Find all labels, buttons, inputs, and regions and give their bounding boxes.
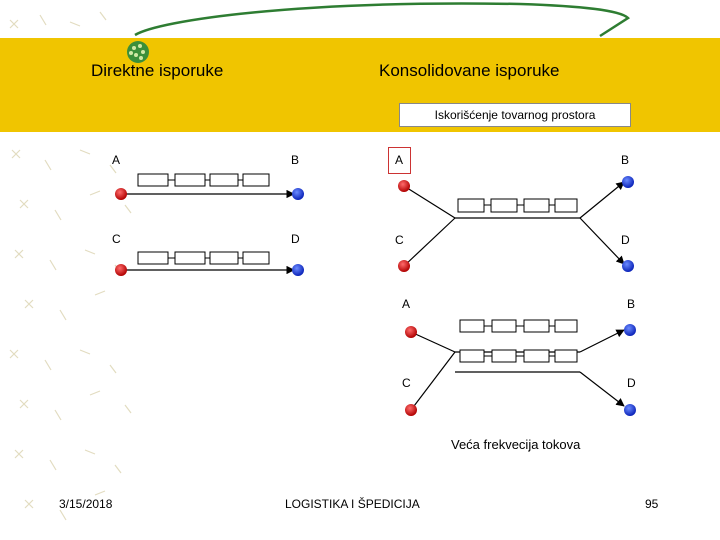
direct-label-a: A: [112, 153, 121, 167]
title-direct-deliveries: Direktne isporuke: [91, 61, 224, 80]
cons-top-label-c: C: [395, 233, 404, 247]
title-consolidated-deliveries: Konsolidovane isporuke: [379, 61, 560, 80]
node-a-origin: [405, 326, 417, 338]
node-a-origin: [115, 188, 127, 200]
direct-label-c: C: [112, 232, 121, 246]
cons-bottom-label-a: A: [402, 297, 411, 311]
direct-label-b: B: [291, 153, 300, 167]
utilization-label: Iskorišćenje tovarnog prostora: [399, 103, 631, 127]
direct-label-d: D: [291, 232, 300, 246]
highlight-box: [388, 147, 411, 174]
decorative-pattern: [9, 11, 132, 521]
node-d-destination: [292, 264, 304, 276]
footer-page-number: 95: [645, 497, 659, 511]
node-b-destination: [622, 176, 634, 188]
cons-bottom-label-c: C: [402, 376, 411, 390]
node-c-origin: [398, 260, 410, 272]
consolidated-bottom-routes: [405, 319, 636, 416]
footer-date: 3/15/2018: [59, 497, 113, 511]
node-a-origin: [398, 180, 410, 192]
node-d-destination: [624, 404, 636, 416]
cons-bottom-label-b: B: [627, 297, 636, 311]
cons-top-label-d: D: [621, 233, 630, 247]
cons-bottom-label-d: D: [627, 376, 636, 390]
node-b-destination: [624, 324, 636, 336]
logo-ball-icon: [127, 41, 149, 63]
direct-route-cd: [115, 251, 304, 276]
node-b-destination: [292, 188, 304, 200]
frequency-caption: Veća frekvecija tokova: [451, 437, 581, 452]
node-d-destination: [622, 260, 634, 272]
node-c-origin: [405, 404, 417, 416]
node-c-origin: [115, 264, 127, 276]
cons-top-label-a: A: [395, 153, 404, 167]
direct-route-ab: [115, 173, 304, 200]
footer-title: LOGISTIKA I ŠPEDICIJA: [285, 497, 420, 511]
consolidated-top-routes: [398, 176, 634, 272]
cons-top-label-b: B: [621, 153, 630, 167]
swoosh-line: [134, 2, 630, 38]
